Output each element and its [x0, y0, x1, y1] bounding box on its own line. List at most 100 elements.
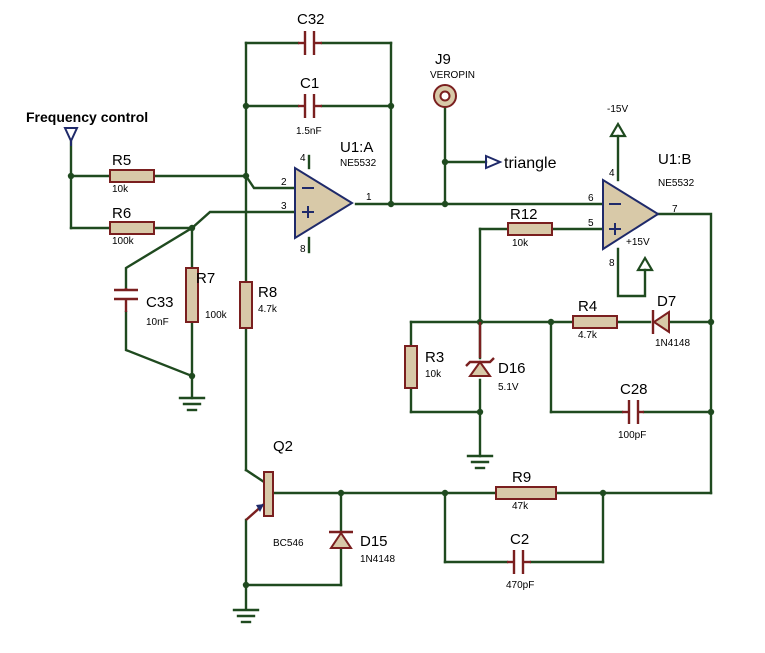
c32-ref: C32	[297, 11, 325, 28]
q2-value: BC546	[273, 538, 304, 549]
junction	[242, 172, 250, 180]
c1-ref: C1	[300, 75, 319, 92]
junction	[242, 581, 250, 589]
u1b-pin-8: 8	[609, 258, 615, 269]
junction	[188, 372, 196, 380]
u1b-type: NE5532	[658, 178, 695, 189]
d7-ref: D7	[657, 293, 676, 310]
r4-ref: R4	[578, 298, 597, 315]
c33-ref: C33	[146, 294, 174, 311]
capacitor-c32: C32	[297, 11, 325, 55]
resistor-r4: R4 4.7k	[572, 298, 618, 341]
junction	[242, 102, 250, 110]
junction	[441, 200, 449, 208]
diode-d7: D7 1N4148	[651, 293, 690, 349]
ground-icon	[178, 396, 206, 412]
c2-value: 470pF	[506, 580, 534, 591]
r3-ref: R3	[425, 349, 444, 366]
frequency-control-input: Frequency control	[26, 109, 148, 146]
r9-value: 47k	[512, 501, 529, 512]
junction	[707, 318, 715, 326]
capacitor-c28: C28 100pF	[618, 381, 648, 441]
q2-ref: Q2	[273, 438, 293, 455]
junction	[387, 102, 395, 110]
junction-dots	[67, 102, 715, 589]
input-terminal-icon	[63, 127, 79, 144]
capacitor-c33: C33 10nF	[114, 288, 174, 328]
d7-value: 1N4148	[655, 338, 690, 349]
r7-ref: R7	[196, 270, 215, 287]
d16-value: 5.1V	[498, 382, 519, 393]
wires	[69, 41, 713, 610]
junction	[67, 172, 75, 180]
r12-ref: R12	[510, 206, 538, 223]
triangle-label: triangle	[504, 155, 557, 172]
d16-ref: D16	[498, 360, 526, 377]
u1a-pin-4: 4	[300, 153, 306, 164]
u1a-type: NE5532	[340, 158, 377, 169]
diode-d15: D15 1N4148	[329, 530, 395, 565]
resistor-r9: R9 47k	[495, 469, 557, 512]
r3-value: 10k	[425, 369, 442, 380]
u1b-ref: U1:B	[658, 151, 691, 168]
c28-ref: C28	[620, 381, 648, 398]
c33-value: 10nF	[146, 317, 169, 328]
r5-ref: R5	[112, 152, 131, 169]
u1a-pin-minus: 2	[281, 177, 287, 188]
r6-value: 100k	[112, 236, 135, 247]
junction	[337, 489, 345, 497]
r7-value: 100k	[205, 310, 228, 321]
triangle-output: triangle	[485, 154, 557, 172]
junction	[707, 408, 715, 416]
junction	[441, 489, 449, 497]
r8-ref: R8	[258, 284, 277, 301]
pos15-supply	[636, 255, 654, 272]
u1a-pin-plus: 3	[281, 201, 287, 212]
d15-ref: D15	[360, 533, 388, 550]
u1b-pin-minus: 6	[588, 193, 594, 204]
ground-icon	[232, 608, 260, 624]
capacitor-c1: C1 1.5nF	[296, 75, 322, 137]
opamp-u1a: U1:A NE5532 2 3 1 4 8	[281, 139, 377, 255]
resistor-r5: R5 10k	[109, 152, 155, 195]
opamp-u1b: U1:B NE5532 6 5 7 4 8 +15V	[588, 151, 695, 269]
zener-diode-d16: D16 5.1V	[465, 322, 526, 393]
resistor-r7: R7 100k	[185, 267, 228, 323]
u1a-ref: U1:A	[340, 139, 373, 156]
u1b-pin-plus: 5	[588, 218, 594, 229]
junction	[441, 158, 449, 166]
c1-value: 1.5nF	[296, 126, 322, 137]
j9-type: VEROPIN	[430, 70, 475, 81]
u1b-pin-4: 4	[609, 168, 615, 179]
supply-arrow-icon	[636, 255, 654, 272]
r4-value: 4.7k	[578, 330, 598, 341]
c2-ref: C2	[510, 531, 529, 548]
connector-j9: J9 VEROPIN	[430, 51, 475, 108]
r6-ref: R6	[112, 205, 131, 222]
junction	[476, 408, 484, 416]
junction	[188, 224, 196, 232]
ground-icon	[466, 454, 494, 470]
junction	[387, 200, 395, 208]
u1a-pin-8: 8	[300, 244, 306, 255]
transistor-q2: Q2 BC546	[245, 438, 304, 549]
junction	[599, 489, 607, 497]
resistor-r12: R12 10k	[507, 206, 553, 249]
junction	[547, 318, 555, 326]
u1a-pin-out: 1	[366, 192, 372, 203]
frequency-control-label: Frequency control	[26, 109, 148, 125]
r5-value: 10k	[112, 184, 129, 195]
d15-value: 1N4148	[360, 554, 395, 565]
c28-value: 100pF	[618, 430, 646, 441]
resistor-r6: R6 100k	[109, 205, 155, 247]
r8-value: 4.7k	[258, 304, 278, 315]
capacitor-c2: C2 470pF	[506, 531, 534, 591]
output-terminal-icon	[485, 154, 503, 170]
r9-ref: R9	[512, 469, 531, 486]
resistor-r8: R8 4.7k	[239, 281, 278, 329]
neg15-label: -15V	[607, 104, 628, 115]
r12-value: 10k	[512, 238, 529, 249]
neg15-supply: -15V	[607, 104, 628, 138]
j9-ref: J9	[435, 51, 451, 68]
